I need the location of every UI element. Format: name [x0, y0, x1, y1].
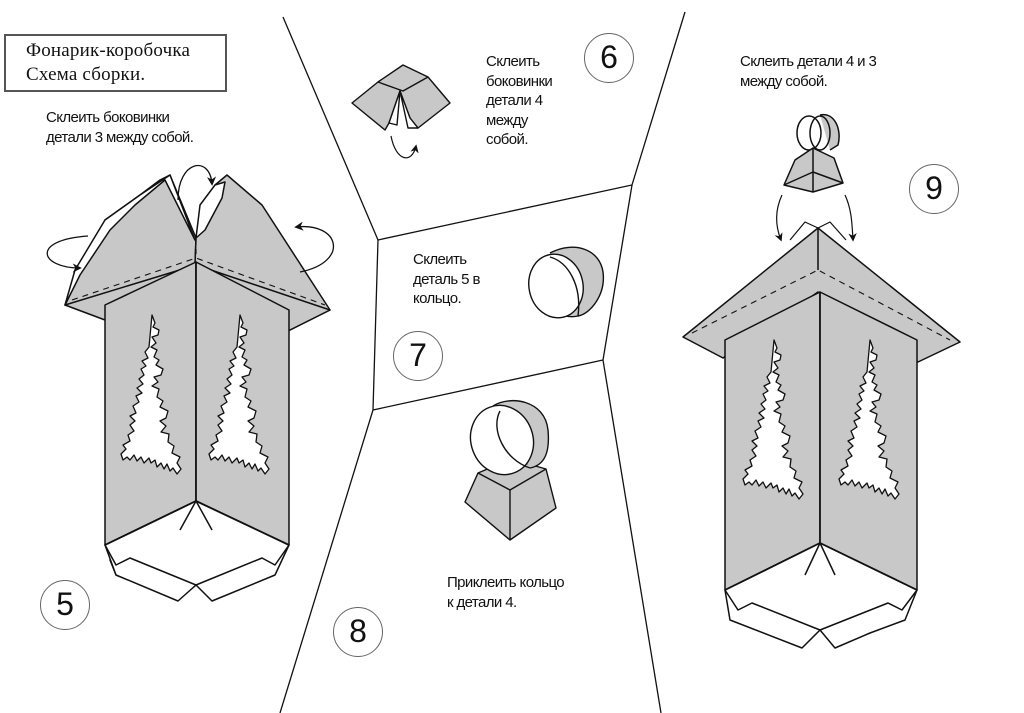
step8-caption: Приклеить кольцо к детали 4. [447, 574, 565, 611]
panel-dividers [279, 11, 686, 713]
step7-caption: Склеить деталь 5 в кольцо. [413, 251, 480, 307]
step6-roof-part-illustration [351, 64, 451, 159]
step9-caption: Склеить детали 4 и 3 между собой. [740, 53, 877, 90]
divider-step5-top [279, 16, 379, 713]
step6-caption: Склеить боковинки детали 4 между собой. [486, 53, 553, 148]
step7-number-badge: 7 [393, 331, 443, 381]
step8-ring-on-roof-illustration [464, 399, 557, 541]
step5-number-badge: 5 [40, 580, 90, 630]
step8-number-badge: 8 [333, 607, 383, 657]
diagram-title: Фонарик-коробочка [26, 40, 191, 61]
diagram-subtitle: Схема сборки. [26, 64, 146, 85]
diagram-title-box: Фонарик-коробочка Схема сборки. [4, 34, 227, 92]
step6-number-badge: 6 [584, 33, 634, 83]
step7-ring-illustration [528, 246, 604, 319]
divider-step7-bottom [372, 359, 604, 411]
divider-step7-right [602, 184, 662, 713]
step5-caption: Склеить боковинки детали 3 между собой. [46, 109, 194, 146]
step5-lantern-illustration [46, 164, 334, 602]
step9-lantern-illustration [682, 114, 961, 649]
step9-number-badge: 9 [909, 164, 959, 214]
